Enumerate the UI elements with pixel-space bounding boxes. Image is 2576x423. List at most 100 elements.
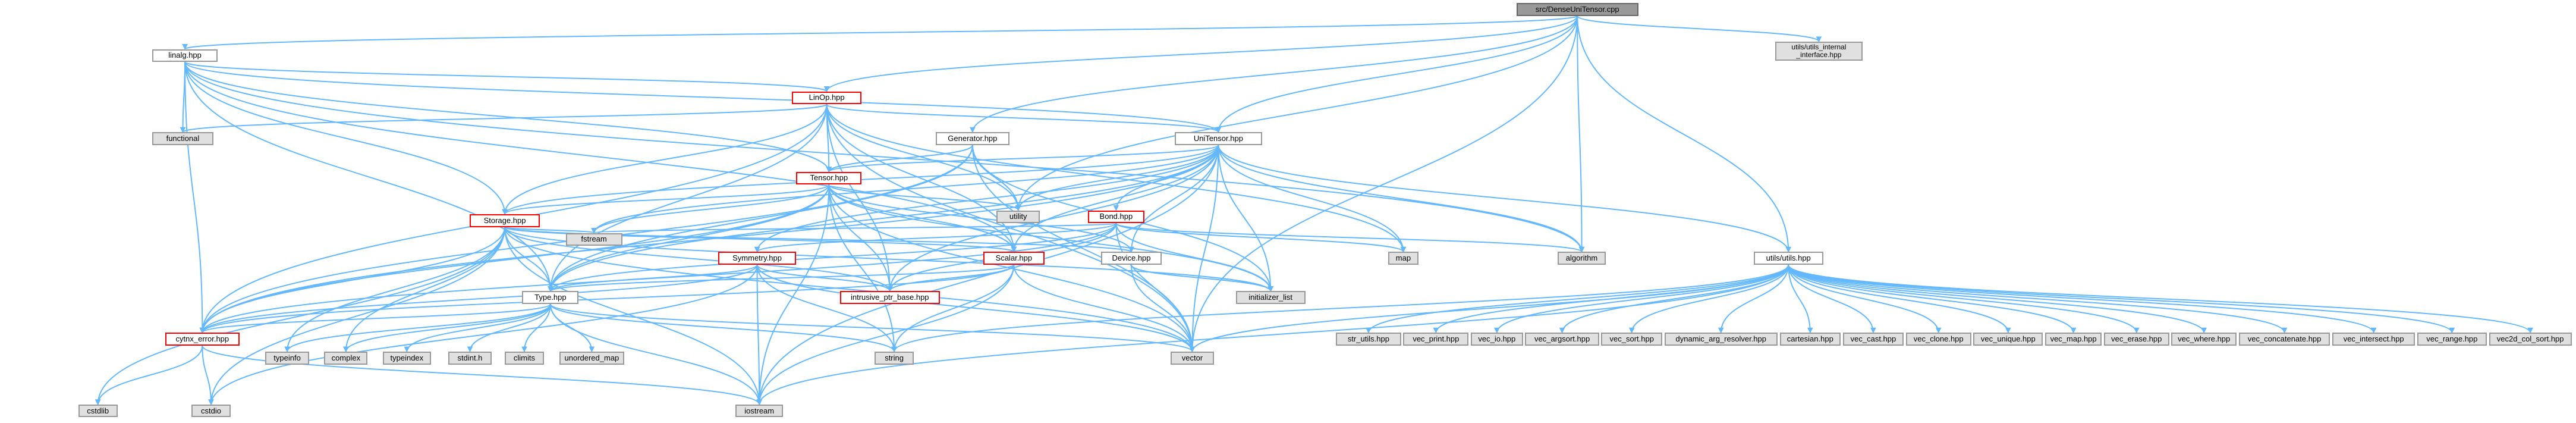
edge-scalar-to-type (549, 264, 1015, 292)
arrowhead-type-to-climits (521, 346, 527, 353)
edge-utilshpp-to-vec_intersect (1788, 264, 2374, 333)
node-unordered-map[interactable]: unordered_map (559, 352, 625, 365)
edge-type-to-typeinfo (287, 303, 551, 352)
node-vec-io[interactable]: vec_io.hpp (1470, 333, 1523, 346)
node-vec-map[interactable]: vec_map.hpp (2045, 333, 2102, 346)
edge-root-to-algorithm (1577, 15, 1583, 252)
node-vec2d-col-sort[interactable]: vec2d_col_sort.hpp (2489, 333, 2572, 346)
edge-utilshpp-to-vec_concatenate (1788, 264, 2285, 333)
arrowhead-tensor-to-storage (502, 209, 508, 215)
edge-utilshpp-to-vec_where (1788, 264, 2205, 333)
node-climits[interactable]: climits (505, 352, 544, 365)
node-scalar[interactable]: Scalar.hpp (983, 252, 1045, 265)
arrowhead-root-to-generator (970, 127, 976, 133)
node-utils-internal[interactable]: utils/utils_internal _interface.hpp (1775, 41, 1863, 61)
arrowhead-tensor-to-utility (1015, 205, 1021, 211)
edge-type-to-cytnx_error (202, 303, 551, 334)
node-storage[interactable]: Storage.hpp (470, 214, 540, 227)
node-iostream[interactable]: iostream (735, 404, 784, 418)
edge-symmetry-to-cytnx_error (202, 264, 758, 333)
node-fstream[interactable]: fstream (565, 233, 622, 246)
edge-scalar-to-iostream (759, 265, 1015, 405)
node-initlist[interactable]: initializer_list (1235, 291, 1306, 305)
node-stdint[interactable]: stdint.h (448, 352, 492, 365)
node-str-utils[interactable]: str_utils.hpp (1336, 333, 1401, 346)
node-linalg[interactable]: linalg.hpp (152, 49, 218, 62)
arrowhead-utilshpp-to-vec_print (1433, 327, 1439, 334)
edge-type-to-stdint (469, 303, 551, 352)
node-cytnx-error[interactable]: cytnx_error.hpp (165, 333, 240, 346)
node-vec-erase[interactable]: vec_erase.hpp (2103, 333, 2169, 346)
node-typeindex[interactable]: typeindex (383, 352, 431, 365)
node-intrusive[interactable]: intrusive_ptr_base.hpp (839, 291, 940, 305)
node-functional[interactable]: functional (152, 132, 213, 145)
node-vec-print[interactable]: vec_print.hpp (1403, 333, 1469, 346)
arrowhead-utilshpp-to-vec_cast (1870, 327, 1876, 334)
edge-device-to-vector (1131, 265, 1193, 352)
node-vec-intersect[interactable]: vec_intersect.hpp (2332, 333, 2415, 346)
arrowhead-unitensor-to-utilshpp (1785, 246, 1792, 253)
edge-bond-to-initlist (1115, 223, 1272, 292)
node-complex[interactable]: complex (324, 352, 368, 365)
edge-cytnx_error-to-cstdio (202, 345, 212, 405)
node-unitensor[interactable]: UniTensor.hpp (1175, 132, 1262, 145)
edge-tensor-to-utility (828, 184, 1019, 211)
node-type[interactable]: Type.hpp (522, 291, 579, 305)
edge-utilshpp-to-vec_map (1788, 264, 2074, 333)
edge-unitensor-to-intrusive (889, 145, 1219, 292)
node-vec-concatenate[interactable]: vec_concatenate.hpp (2238, 333, 2330, 346)
node-vec-range[interactable]: vec_range.hpp (2417, 333, 2487, 346)
node-utility[interactable]: utility (996, 210, 1040, 224)
edge-linalg-to-algorithm (184, 62, 1583, 252)
edge-bond-to-map (1115, 223, 1404, 253)
node-vec-cast[interactable]: vec_cast.hpp (1842, 333, 1904, 346)
node-vector[interactable]: vector (1170, 352, 1215, 365)
edge-generator-to-utility (971, 145, 1019, 211)
dependency-edges (95, 15, 2533, 406)
arrowhead-utilshpp-to-vec_range (2449, 327, 2455, 334)
edge-storage-to-iostream (504, 227, 760, 405)
node-cstdio[interactable]: cstdio (191, 404, 231, 418)
edge-utilshpp-to-iostream (759, 264, 1789, 405)
edge-utilshpp-to-string (894, 264, 1789, 352)
arrowhead-utilshpp-to-cartesian (1807, 327, 1813, 334)
node-cstdlib[interactable]: cstdlib (78, 404, 118, 418)
node-vec-unique[interactable]: vec_unique.hpp (1973, 333, 2043, 346)
node-device[interactable]: Device.hpp (1100, 252, 1162, 265)
edge-linalg-to-unitensor (184, 61, 1219, 133)
arrowhead-utilshpp-to-vec_argsort (1559, 327, 1565, 334)
arrowhead-utilshpp-to-vec_intersect (2370, 327, 2377, 334)
edge-root-to-linop (826, 15, 1578, 92)
edge-tensor-to-fstream (593, 184, 830, 233)
node-vec-argsort[interactable]: vec_argsort.hpp (1525, 333, 1599, 346)
edge-root-to-generator (971, 15, 1578, 133)
node-utilshpp[interactable]: utils/utils.hpp (1753, 252, 1823, 265)
arrowhead-utilshpp-to-vector (1189, 346, 1196, 353)
arrowhead-unitensor-to-bond (1113, 205, 1119, 211)
edge-unitensor-to-symmetry (756, 145, 1219, 252)
edge-root-to-utilshpp (1577, 15, 1789, 252)
node-dyn-arg[interactable]: dynamic_arg_resolver.hpp (1664, 333, 1778, 346)
edge-linop-to-utility (826, 104, 1019, 211)
node-algorithm[interactable]: algorithm (1558, 252, 1606, 265)
edge-root-to-utility (1017, 15, 1578, 211)
node-symmetry[interactable]: Symmetry.hpp (718, 252, 797, 265)
node-cartesian[interactable]: cartesian.hpp (1779, 333, 1841, 346)
arrowhead-bond-to-map (1400, 246, 1407, 253)
node-root[interactable]: src/DenseUniTensor.cpp (1516, 3, 1638, 16)
node-generator[interactable]: Generator.hpp (935, 132, 1010, 145)
node-vec-where[interactable]: vec_where.hpp (2171, 333, 2237, 346)
node-linop[interactable]: LinOp.hpp (792, 91, 862, 105)
edge-tensor-to-iostream (759, 184, 830, 405)
node-map[interactable]: map (1388, 252, 1419, 265)
node-typeinfo[interactable]: typeinfo (265, 352, 309, 365)
node-tensor[interactable]: Tensor.hpp (796, 171, 862, 185)
node-vec-sort[interactable]: vec_sort.hpp (1601, 333, 1662, 346)
node-string[interactable]: string (875, 352, 914, 365)
node-vec-clone[interactable]: vec_clone.hpp (1905, 333, 1971, 346)
node-bond[interactable]: Bond.hpp (1087, 210, 1144, 224)
edge-linop-to-storage (504, 104, 828, 214)
edge-unitensor-to-type (549, 145, 1219, 292)
edge-scalar-to-intrusive (889, 264, 1015, 292)
